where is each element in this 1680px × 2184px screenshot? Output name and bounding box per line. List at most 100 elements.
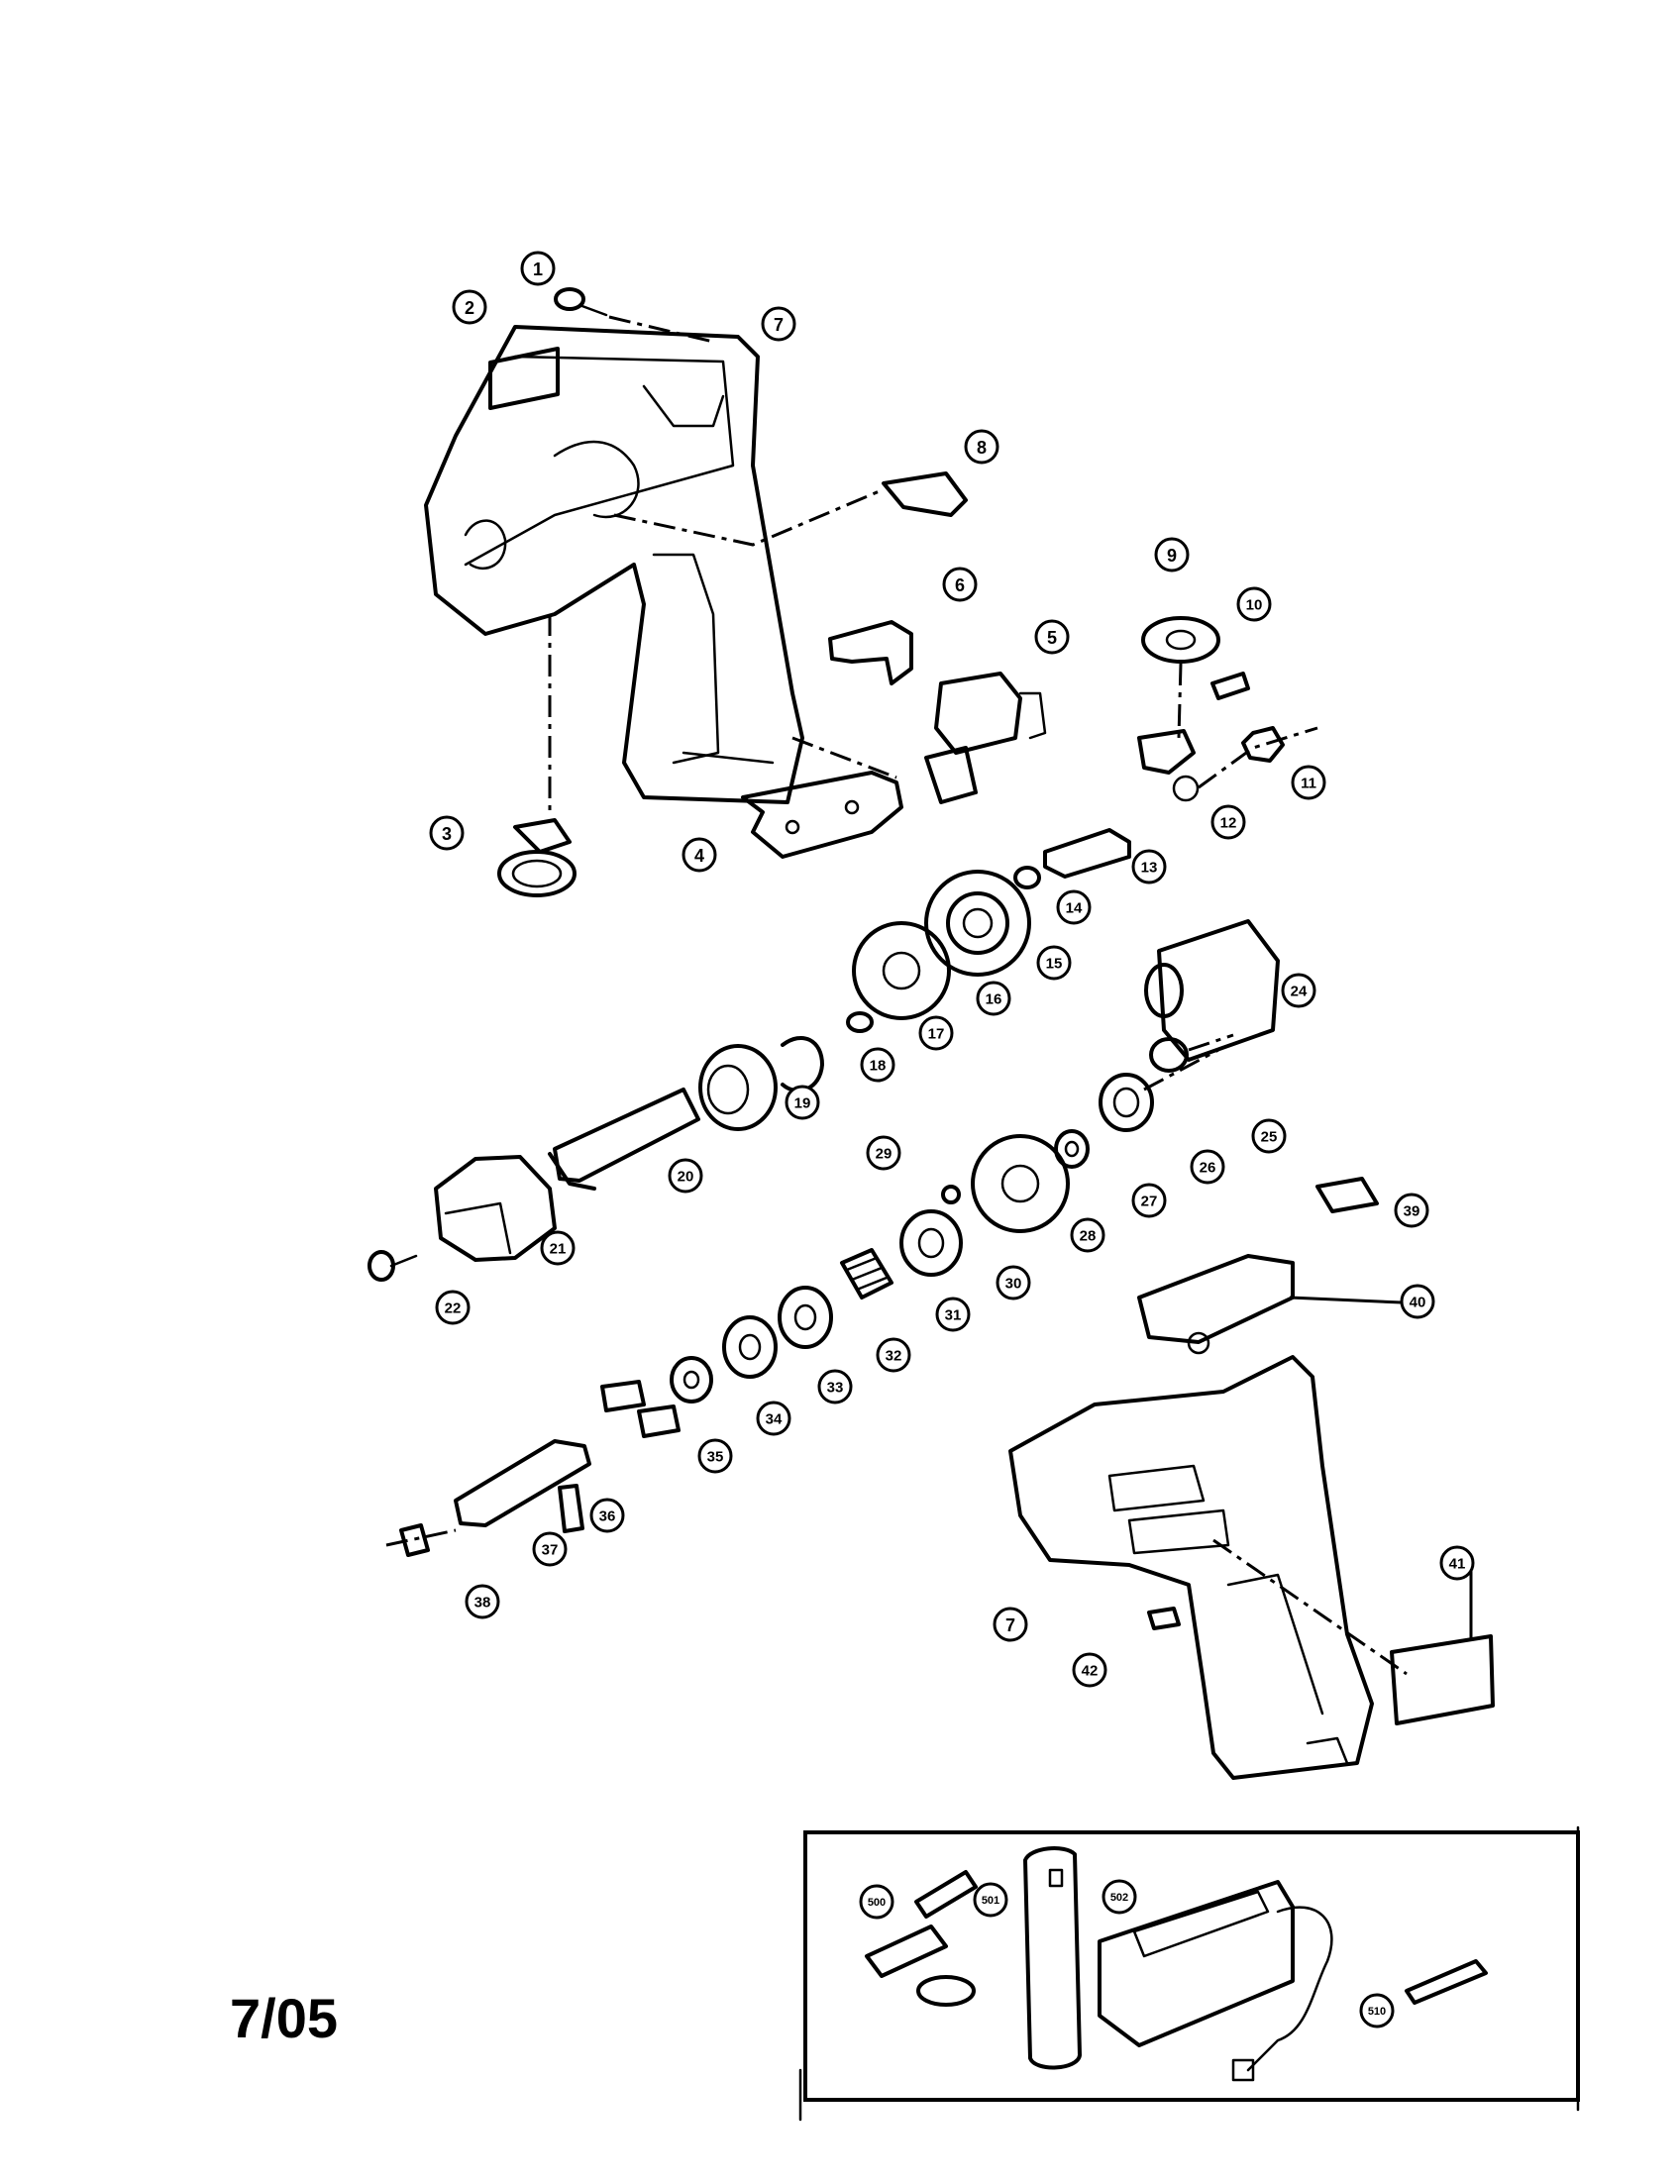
- callout-37: 37: [532, 1531, 568, 1567]
- callout-501-label: 501: [982, 1895, 999, 1907]
- callout-8: 8: [964, 429, 999, 465]
- callout-510-label: 510: [1368, 2006, 1386, 2018]
- callout-27-label: 27: [1141, 1194, 1158, 1210]
- callout-26: 26: [1190, 1149, 1225, 1185]
- callout-18-label: 18: [870, 1058, 887, 1075]
- callout-38: 38: [465, 1584, 500, 1619]
- callout-40-label: 40: [1410, 1295, 1426, 1311]
- callout-12-label: 12: [1220, 815, 1237, 832]
- callout-30: 30: [996, 1265, 1031, 1300]
- ring-25: [1149, 1037, 1189, 1073]
- callout-25: 25: [1251, 1118, 1287, 1154]
- callout-501: 501: [973, 1882, 1008, 1918]
- ball-29: [941, 1185, 961, 1204]
- callout-16-label: 16: [986, 991, 1002, 1008]
- callout-500: 500: [859, 1884, 894, 1920]
- rail-13: [1043, 828, 1131, 879]
- callout-37-label: 37: [542, 1542, 559, 1559]
- cam-32: [778, 1286, 833, 1349]
- callout-40: 40: [1400, 1284, 1435, 1319]
- cam-30: [899, 1209, 963, 1277]
- callout-36: 36: [589, 1498, 625, 1533]
- callout-19: 19: [785, 1085, 820, 1120]
- callout-6-label: 6: [955, 575, 965, 595]
- pin-36: [558, 1484, 584, 1533]
- callout-11: 11: [1291, 765, 1326, 800]
- spring-31: [840, 1248, 893, 1300]
- callout-12: 12: [1210, 804, 1246, 840]
- tag-42: [1147, 1607, 1181, 1630]
- callout-15: 15: [1036, 945, 1072, 981]
- clip-17: [846, 1011, 874, 1033]
- housing-left-half: [424, 325, 804, 804]
- callout-19-label: 19: [794, 1095, 811, 1112]
- callout-30-label: 30: [1005, 1276, 1022, 1293]
- pad-39: [1315, 1177, 1379, 1213]
- washer-27: [1054, 1129, 1090, 1169]
- plate-9: [1141, 616, 1220, 664]
- callout-500-label: 500: [868, 1897, 886, 1909]
- callout-16: 16: [976, 981, 1011, 1016]
- callout-39: 39: [1394, 1193, 1429, 1228]
- accessory-inset-box: [798, 1825, 1580, 2122]
- callout-7-bottom-label: 7: [1005, 1615, 1015, 1635]
- clip-10: [1210, 672, 1250, 700]
- callout-2: 2: [452, 289, 487, 325]
- accessory-battery: [1023, 1846, 1082, 2070]
- callout-2-label: 2: [465, 298, 474, 318]
- trigger-plate-4: [741, 771, 903, 859]
- housing-right-half: [1008, 1355, 1374, 1780]
- callout-22-label: 22: [445, 1300, 462, 1317]
- callout-36-label: 36: [599, 1508, 616, 1525]
- terminal-40: [1137, 1254, 1295, 1355]
- callout-41-label: 41: [1449, 1556, 1466, 1573]
- holder-12: [1137, 729, 1200, 802]
- callout-14-label: 14: [1066, 900, 1083, 917]
- nut-11: [1241, 726, 1285, 763]
- clip-35: [600, 1380, 681, 1438]
- callout-5-label: 5: [1047, 628, 1057, 648]
- callout-31-label: 31: [945, 1307, 962, 1324]
- bracket-6: [828, 620, 913, 685]
- callout-4-label: 4: [694, 846, 704, 866]
- callout-32-label: 32: [886, 1348, 902, 1365]
- callout-35: 35: [697, 1438, 733, 1474]
- label-plate: [488, 347, 560, 410]
- callout-29-label: 29: [876, 1146, 892, 1163]
- callout-9: 9: [1154, 537, 1190, 572]
- callout-20-label: 20: [678, 1169, 694, 1186]
- callout-24: 24: [1281, 973, 1316, 1008]
- spindle-20: [548, 1088, 700, 1191]
- leader-lines: [385, 315, 1473, 1676]
- callout-10-label: 10: [1246, 597, 1263, 614]
- gear-15: [924, 870, 1031, 977]
- motor-24: [1144, 919, 1280, 1062]
- gear-28: [971, 1134, 1070, 1233]
- switch-5: [924, 672, 1047, 804]
- shaft-37: [454, 1439, 591, 1527]
- callout-18: 18: [860, 1047, 895, 1083]
- clutch-33: [722, 1315, 778, 1379]
- callout-11-label: 11: [1301, 776, 1316, 792]
- screw-part: [554, 287, 608, 317]
- callout-1: 1: [520, 251, 556, 286]
- callout-33-label: 33: [827, 1380, 844, 1397]
- callout-24-label: 24: [1291, 984, 1308, 1000]
- callout-6: 6: [942, 567, 978, 602]
- callout-21-label: 21: [550, 1241, 567, 1258]
- callout-35-label: 35: [707, 1449, 724, 1466]
- ring-14: [1013, 866, 1041, 889]
- ring-18: [781, 1035, 824, 1093]
- label-41: [1390, 1634, 1495, 1725]
- callout-502: 502: [1102, 1879, 1137, 1915]
- callout-21: 21: [540, 1230, 576, 1266]
- callout-15-label: 15: [1046, 956, 1063, 973]
- callout-7-bottom: 7: [993, 1607, 1028, 1642]
- callout-502-label: 502: [1110, 1892, 1128, 1904]
- callout-9-label: 9: [1167, 546, 1177, 566]
- gear-16: [852, 921, 951, 1020]
- callout-17: 17: [918, 1015, 954, 1051]
- callout-20: 20: [668, 1158, 703, 1194]
